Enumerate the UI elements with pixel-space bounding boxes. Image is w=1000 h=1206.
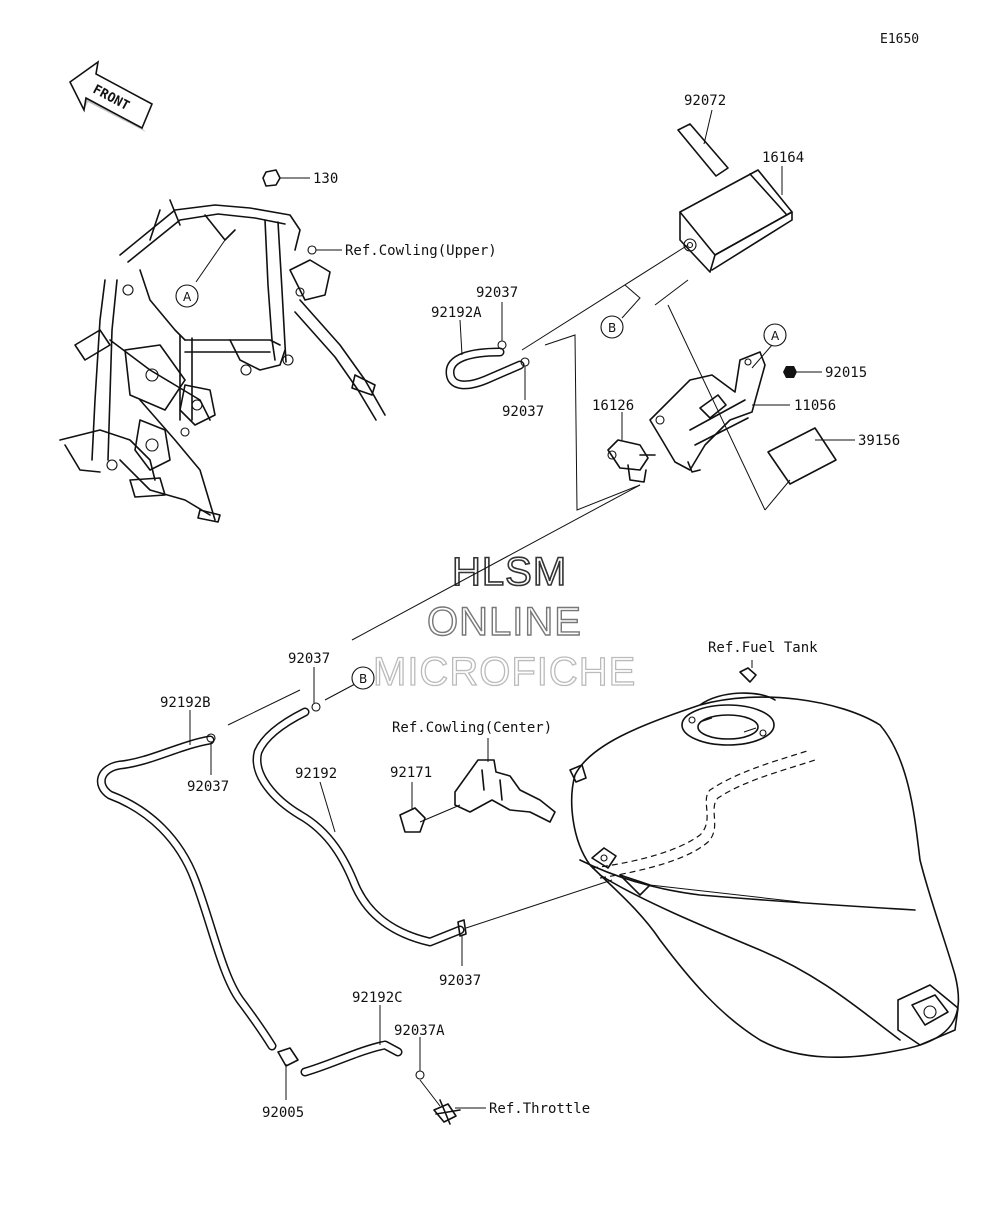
part-16126-valve bbox=[607, 412, 656, 483]
callout-b-lower-label: B bbox=[359, 672, 367, 686]
part-92037-clamp-tank bbox=[457, 919, 467, 966]
watermark-line3: MICROFICHE bbox=[373, 650, 636, 694]
part-130-bolt bbox=[262, 169, 310, 187]
callout-a-frame bbox=[175, 284, 199, 308]
label-92192A: 92192A bbox=[431, 305, 482, 321]
fuel-tank bbox=[569, 660, 960, 1058]
label-16164: 16164 bbox=[762, 150, 804, 166]
label-92037-b: 92037 bbox=[187, 779, 229, 795]
watermark-line1: HLSM bbox=[452, 550, 567, 594]
label-39156: 39156 bbox=[858, 433, 900, 449]
cowling-center-bracket bbox=[454, 759, 556, 823]
callout-b-lower bbox=[351, 666, 375, 690]
throttle-fitting bbox=[419, 1079, 486, 1125]
label-92192C: 92192C bbox=[352, 990, 403, 1006]
label-130: 130 bbox=[313, 171, 338, 187]
label-92037-tank: 92037 bbox=[439, 973, 481, 989]
ref-cowling-center: Ref.Cowling(Center) bbox=[392, 720, 552, 736]
label-92037-mid: 92037 bbox=[502, 404, 544, 420]
frame-assembly bbox=[59, 199, 386, 523]
part-92037-clamp-upper bbox=[497, 302, 507, 350]
label-92037-upper: 92037 bbox=[476, 285, 518, 301]
part-92192C-hose bbox=[300, 1040, 403, 1077]
label-11056: 11056 bbox=[794, 398, 836, 414]
label-92037-left: 92037 bbox=[288, 651, 330, 667]
part-92192A-hose bbox=[445, 347, 525, 390]
callout-a-bracket bbox=[763, 323, 787, 347]
part-92037-clamp-left bbox=[311, 667, 321, 712]
part-92037A-clamp bbox=[415, 1037, 425, 1080]
part-92072-strap bbox=[677, 109, 729, 177]
label-92037A: 92037A bbox=[394, 1023, 445, 1039]
ref-cowling-upper: Ref.Cowling(Upper) bbox=[345, 243, 497, 259]
diagram-code: E1650 bbox=[880, 32, 919, 47]
watermark-line2: ONLINE bbox=[427, 600, 582, 644]
ref-fuel-tank: Ref.Fuel Tank bbox=[708, 640, 818, 656]
callout-a-bracket-label: A bbox=[771, 329, 780, 343]
part-92037-clamp-mid bbox=[520, 357, 530, 400]
front-arrow-icon: FRONT bbox=[68, 60, 154, 132]
part-11056-bracket bbox=[649, 351, 790, 473]
callout-b-upper bbox=[600, 315, 624, 339]
part-92192-hose bbox=[252, 707, 465, 947]
label-92072: 92072 bbox=[684, 93, 726, 109]
part-92005-fitting bbox=[277, 1047, 299, 1100]
part-92192B-hose bbox=[96, 735, 277, 1051]
label-92005: 92005 bbox=[262, 1105, 304, 1121]
part-39156-pad bbox=[767, 427, 855, 485]
label-92171: 92171 bbox=[390, 765, 432, 781]
callout-b-upper-label: B bbox=[608, 321, 616, 335]
part-92037-clamp-b bbox=[206, 733, 216, 775]
part-92171-clip bbox=[399, 782, 461, 833]
label-92192: 92192 bbox=[295, 766, 337, 782]
cowling-upper-fastener bbox=[307, 245, 342, 255]
ref-throttle: Ref.Throttle bbox=[489, 1101, 590, 1117]
part-16164-canister bbox=[679, 166, 793, 273]
label-16126: 16126 bbox=[592, 398, 634, 414]
callout-a-frame-label: A bbox=[183, 290, 192, 304]
label-92192B: 92192B bbox=[160, 695, 211, 711]
part-92015-nut bbox=[783, 366, 822, 378]
label-92015: 92015 bbox=[825, 365, 867, 381]
watermark: HLSM ONLINE MICROFICHE bbox=[372, 549, 636, 694]
